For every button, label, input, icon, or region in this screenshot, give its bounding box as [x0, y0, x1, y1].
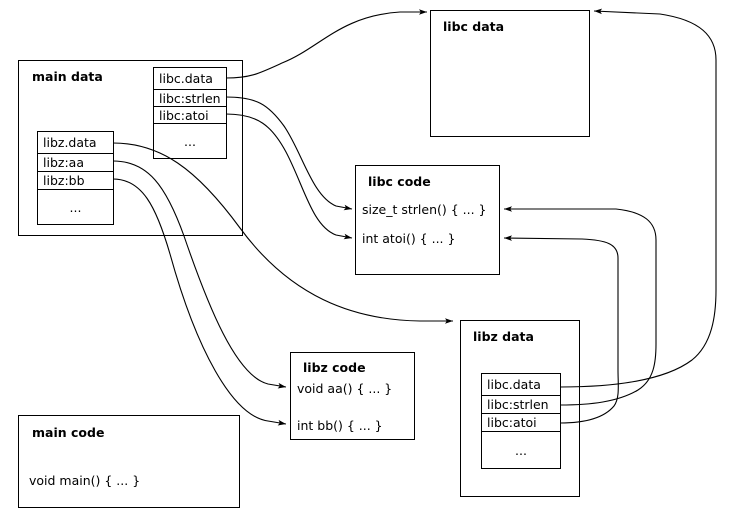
- symbol-label: libc.data: [159, 71, 213, 86]
- symbol-label: libc:atoi: [487, 415, 537, 430]
- libc-code-line-strlen: size_t strlen() { ... }: [362, 202, 487, 217]
- box-libc-data[interactable]: libc data: [430, 10, 590, 137]
- box-libz-code[interactable]: libz code void aa() { ... } int bb() { .…: [290, 352, 415, 440]
- symbol-label: libz:bb: [43, 173, 85, 188]
- symbol-row-ellipsis: ...: [38, 190, 113, 224]
- box-libz-data-title: libz data: [473, 329, 534, 344]
- symbol-row-libz-aa[interactable]: libz:aa: [38, 154, 113, 172]
- symbol-row-libc-strlen[interactable]: libc:strlen: [154, 90, 226, 107]
- symbol-label: libz:aa: [43, 155, 84, 170]
- symbol-label: ...: [515, 442, 527, 458]
- box-libz-data[interactable]: libz data libc.data libc:strlen libc:ato…: [460, 320, 580, 497]
- main-code-line-main: void main() { ... }: [29, 473, 141, 488]
- box-libz-code-title: libz code: [303, 360, 366, 375]
- libz-data-libc-symbol-table[interactable]: libc.data libc:strlen libc:atoi ...: [481, 373, 561, 469]
- box-main-data-title: main data: [32, 69, 103, 84]
- symbol-label: libc:strlen: [487, 397, 549, 412]
- symbol-row-libc-atoi[interactable]: libc:atoi: [154, 107, 226, 124]
- symbol-row-ellipsis: ...: [482, 432, 560, 468]
- symbol-label: ...: [69, 199, 82, 215]
- symbol-label: libz.data: [43, 135, 97, 150]
- box-main-data[interactable]: main data libc.data libc:strlen libc:ato…: [18, 60, 243, 236]
- symbol-label: libc:atoi: [159, 107, 209, 123]
- symbol-row-libz-data[interactable]: libz.data: [38, 132, 113, 154]
- symbol-label: libc:strlen: [159, 90, 221, 106]
- symbol-label: libc.data: [487, 377, 541, 392]
- box-libc-data-title: libc data: [443, 19, 505, 34]
- connector-maindata-strlen: [225, 96, 353, 211]
- connector-maindata-atoi: [225, 113, 353, 240]
- connector-maindata-libcdata: [225, 9, 427, 79]
- libz-code-line-aa: void aa() { ... }: [297, 381, 393, 396]
- box-libc-code[interactable]: libc code size_t strlen() { ... } int at…: [355, 165, 500, 275]
- box-libc-code-title: libc code: [368, 174, 431, 189]
- main-data-libz-symbol-table[interactable]: libz.data libz:aa libz:bb ...: [37, 131, 114, 225]
- libz-code-line-bb: int bb() { ... }: [297, 418, 383, 433]
- box-main-code[interactable]: main code void main() { ... }: [18, 415, 240, 508]
- symbol-row-libz-bb[interactable]: libz:bb: [38, 172, 113, 190]
- symbol-row-ellipsis: ...: [154, 124, 226, 158]
- main-data-libc-symbol-table[interactable]: libc.data libc:strlen libc:atoi ...: [153, 67, 227, 159]
- box-main-code-title: main code: [32, 425, 105, 440]
- libc-code-line-atoi: int atoi() { ... }: [362, 231, 456, 246]
- symbol-row-libc-data[interactable]: libc.data: [154, 68, 226, 90]
- symbol-row-libc-strlen[interactable]: libc:strlen: [482, 396, 560, 414]
- symbol-label: ...: [184, 133, 196, 149]
- symbol-row-libc-atoi[interactable]: libc:atoi: [482, 414, 560, 432]
- symbol-row-libc-data[interactable]: libc.data: [482, 374, 560, 396]
